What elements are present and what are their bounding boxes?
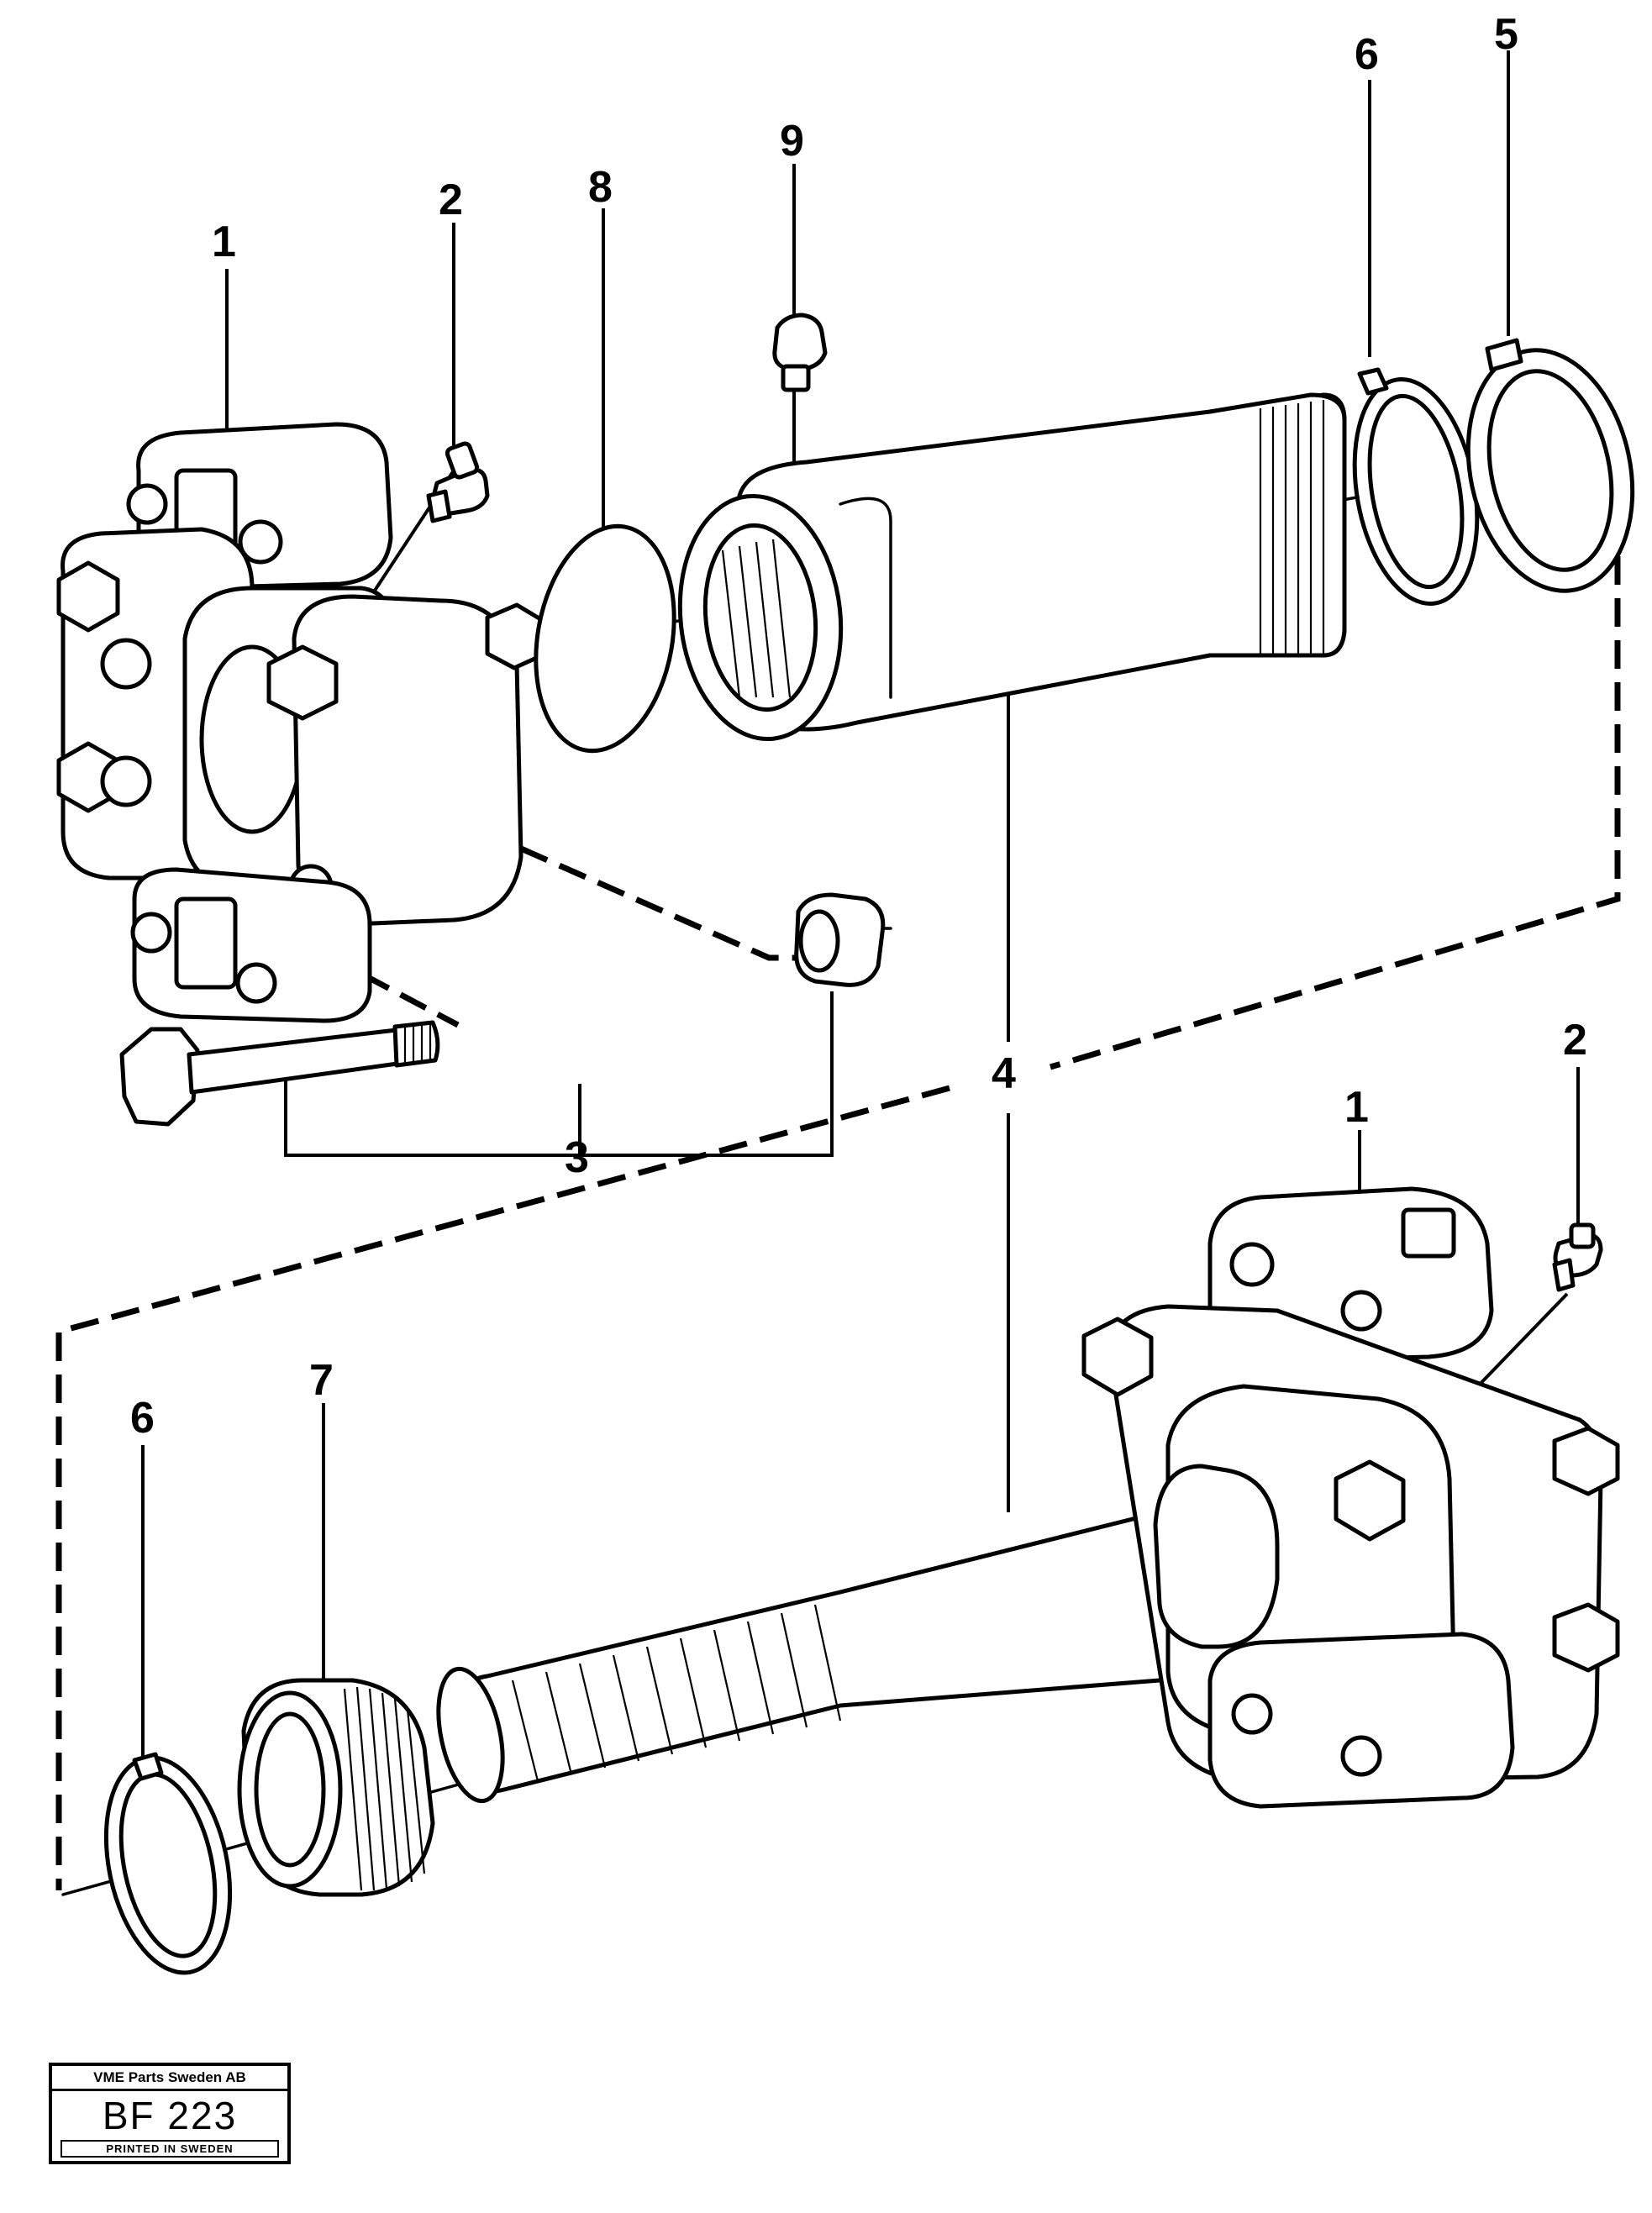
callout-2-top: 2	[439, 176, 463, 224]
grease-nipple-bottom	[1552, 1222, 1603, 1292]
callout-9: 9	[780, 117, 804, 166]
callout-2-bottom: 2	[1563, 1016, 1587, 1064]
grease-nipple-sleeve	[772, 313, 828, 392]
threaded-collar	[237, 1678, 435, 1897]
callout-6-top: 6	[1355, 30, 1379, 79]
callout-3: 3	[565, 1133, 589, 1182]
callouts: 1 2 8 9 6 5 4 3 2 1 6 7	[130, 10, 1587, 1443]
splined-sleeve	[677, 392, 1347, 742]
callout-6-bottom: 6	[130, 1394, 155, 1443]
callout-1-bottom: 1	[1344, 1083, 1369, 1132]
bolt	[119, 1020, 440, 1127]
callout-8: 8	[588, 163, 613, 212]
seal-ring	[534, 523, 676, 754]
stamp-company: VME Parts Sweden AB	[52, 2066, 287, 2091]
lock-nut	[794, 892, 886, 987]
callout-1-top: 1	[212, 218, 236, 266]
universal-joint-top	[56, 422, 545, 1023]
universal-joint-bottom	[1081, 1186, 1620, 1809]
callout-5: 5	[1494, 10, 1518, 59]
stamp-printed-note: PRINTED IN SWEDEN	[61, 2140, 279, 2158]
snap-ring-top	[1352, 367, 1480, 607]
snap-ring-bottom	[103, 1752, 233, 1975]
splined-shaft	[436, 1508, 1213, 1804]
locking-ring	[1465, 338, 1635, 593]
publication-stamp: VME Parts Sweden AB BF 223 PRINTED IN SW…	[49, 2063, 291, 2164]
callout-7: 7	[309, 1356, 334, 1405]
callout-4: 4	[992, 1049, 1016, 1098]
grease-nipple-top	[426, 441, 490, 523]
stamp-figure-code: BF 223	[102, 2094, 238, 2137]
